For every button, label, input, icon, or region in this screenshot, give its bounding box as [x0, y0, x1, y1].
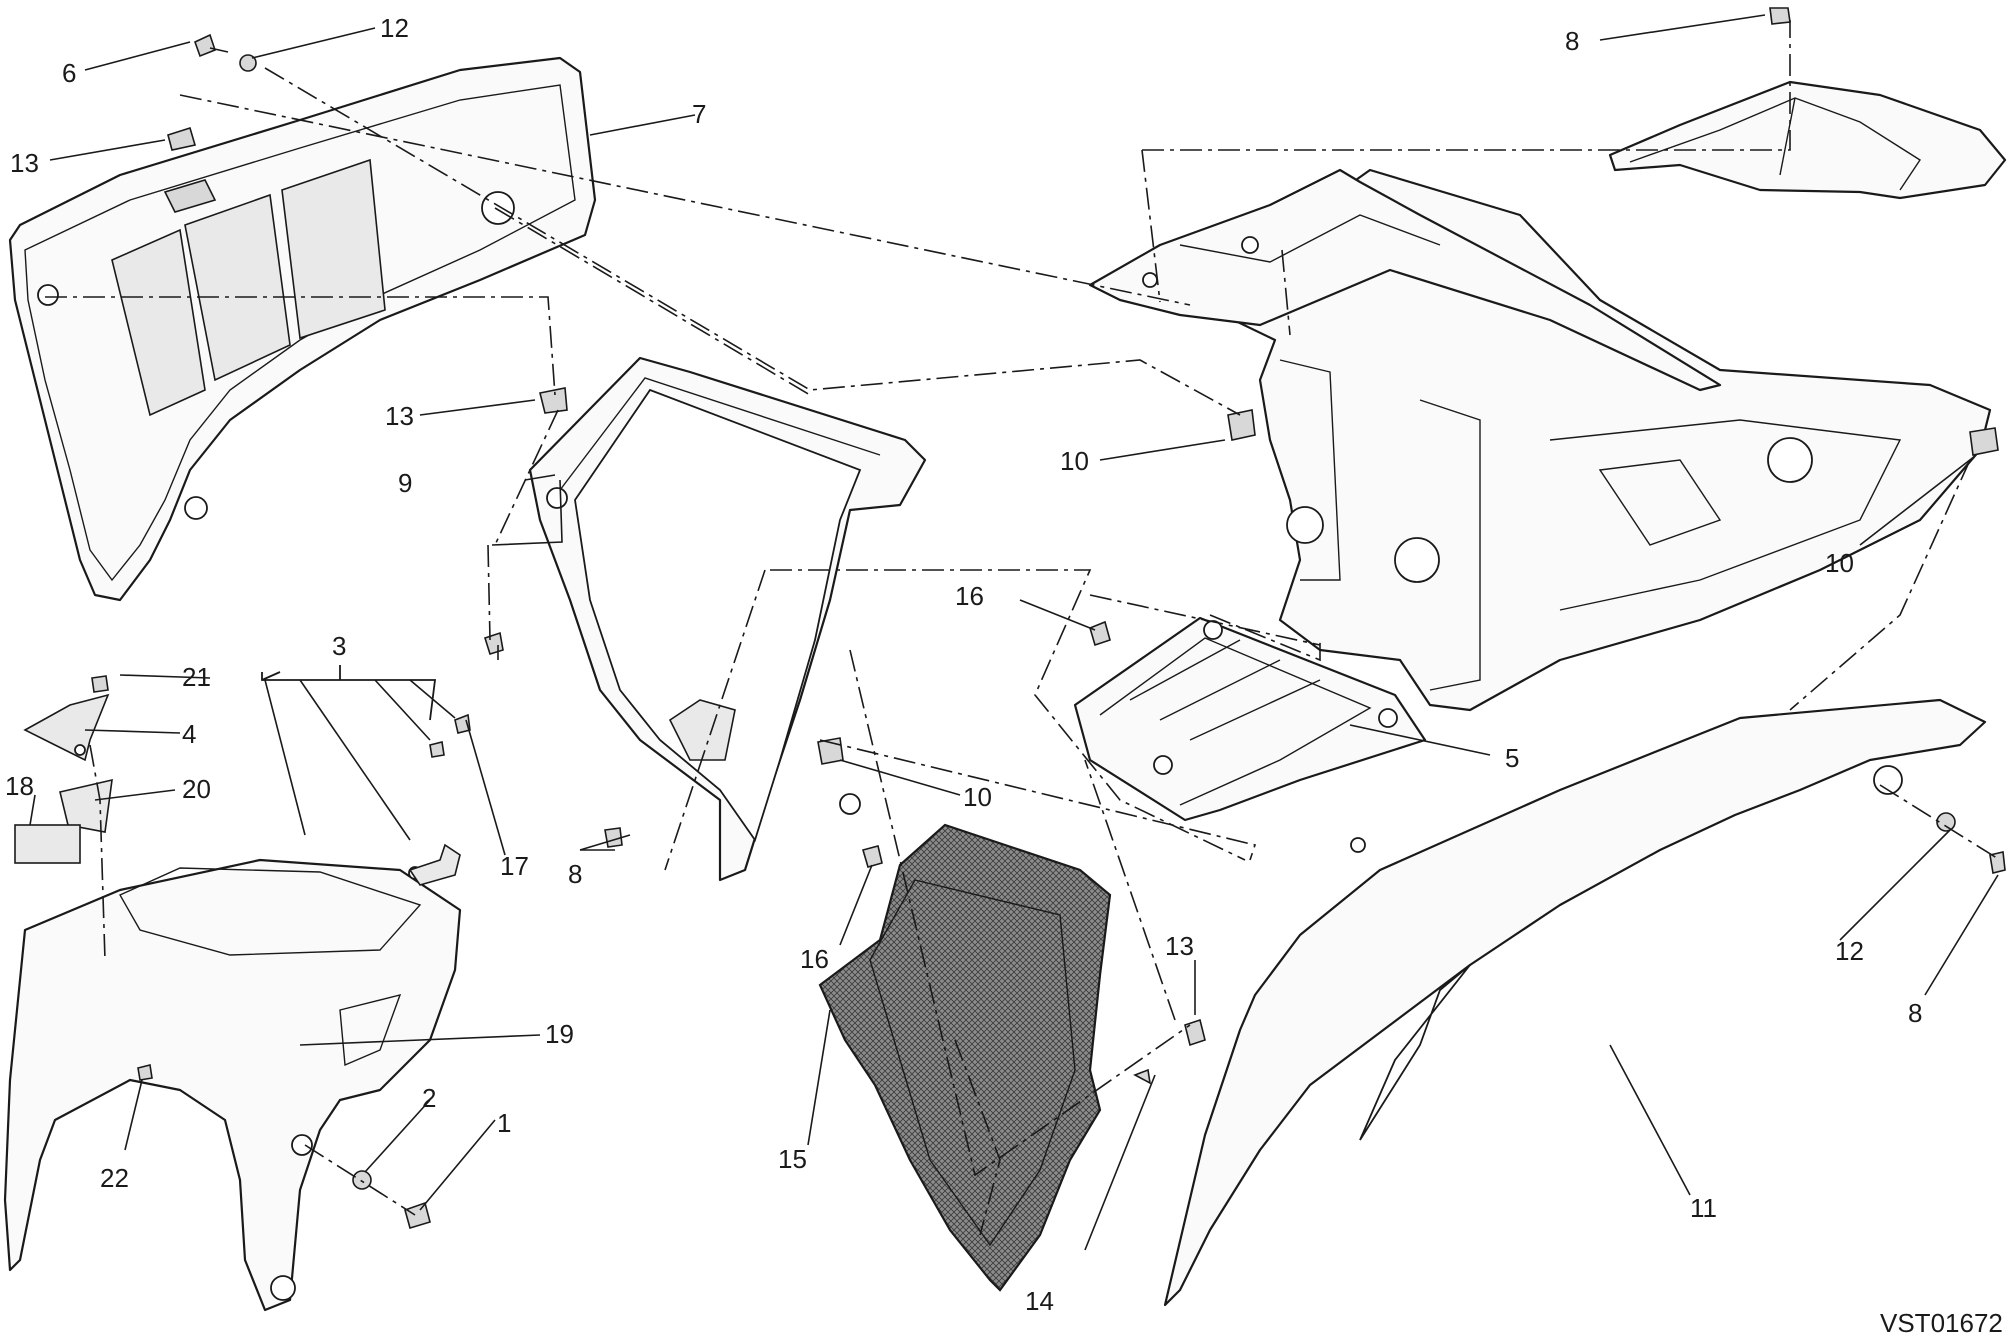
right-lower-fairing-part: [1163, 698, 1987, 1307]
small-bracket-part-4: [23, 693, 110, 762]
subframe-holder-part: [1088, 168, 1992, 712]
callout-6: 6: [62, 58, 76, 88]
front-mudguard-part: [3, 858, 462, 1312]
leader-lines: [29, 14, 1999, 1251]
callout-8: 8: [568, 859, 582, 889]
callout-12: 12: [1835, 936, 1864, 966]
callout-10: 10: [963, 782, 992, 812]
front-frame-part: [528, 356, 927, 882]
callout-18: 18: [5, 771, 34, 801]
callout-15: 15: [778, 1144, 807, 1174]
callout-21: 21: [182, 662, 211, 692]
callout-2: 2: [422, 1083, 436, 1113]
callout-19: 19: [545, 1019, 574, 1049]
mesh-grille-part: [818, 823, 1112, 1292]
callout-10: 10: [1060, 446, 1089, 476]
callout-22: 22: [100, 1163, 129, 1193]
callout-9: 9: [398, 468, 412, 498]
callout-5: 5: [1505, 743, 1519, 773]
callout-1: 1: [497, 1108, 511, 1138]
fasteners-group: [91, 7, 2006, 1230]
decal-part-18: [14, 824, 81, 864]
callout-12: 12: [380, 13, 409, 43]
callout-11: 11: [1690, 1193, 1717, 1223]
callout-8: 8: [1908, 998, 1922, 1028]
bracket-part-3: [408, 843, 461, 886]
callout-14: 14: [1025, 1286, 1054, 1316]
callout-3: 3: [332, 631, 346, 661]
drawing-code: VST01672: [1880, 1308, 2003, 1338]
left-side-panel-part: [8, 56, 597, 602]
callout-16: 16: [955, 581, 984, 611]
callout-10: 10: [1825, 548, 1854, 578]
callout-13: 13: [1165, 931, 1194, 961]
callout-13: 13: [10, 148, 39, 178]
callout-17: 17: [500, 851, 529, 881]
callout-16: 16: [800, 944, 829, 974]
callout-4: 4: [182, 719, 196, 749]
callout-8: 8: [1565, 26, 1579, 56]
callout-labels: 6 12 13 7 8 13 9 10 10 16 3 21 4 5 18 20…: [5, 13, 2003, 1338]
callout-20: 20: [182, 774, 211, 804]
callout-7: 7: [692, 99, 706, 129]
lower-tray-part: [1073, 616, 1427, 822]
assembly-lines: [45, 20, 2001, 1236]
callout-13: 13: [385, 401, 414, 431]
tail-cover-part: [1608, 80, 2007, 200]
